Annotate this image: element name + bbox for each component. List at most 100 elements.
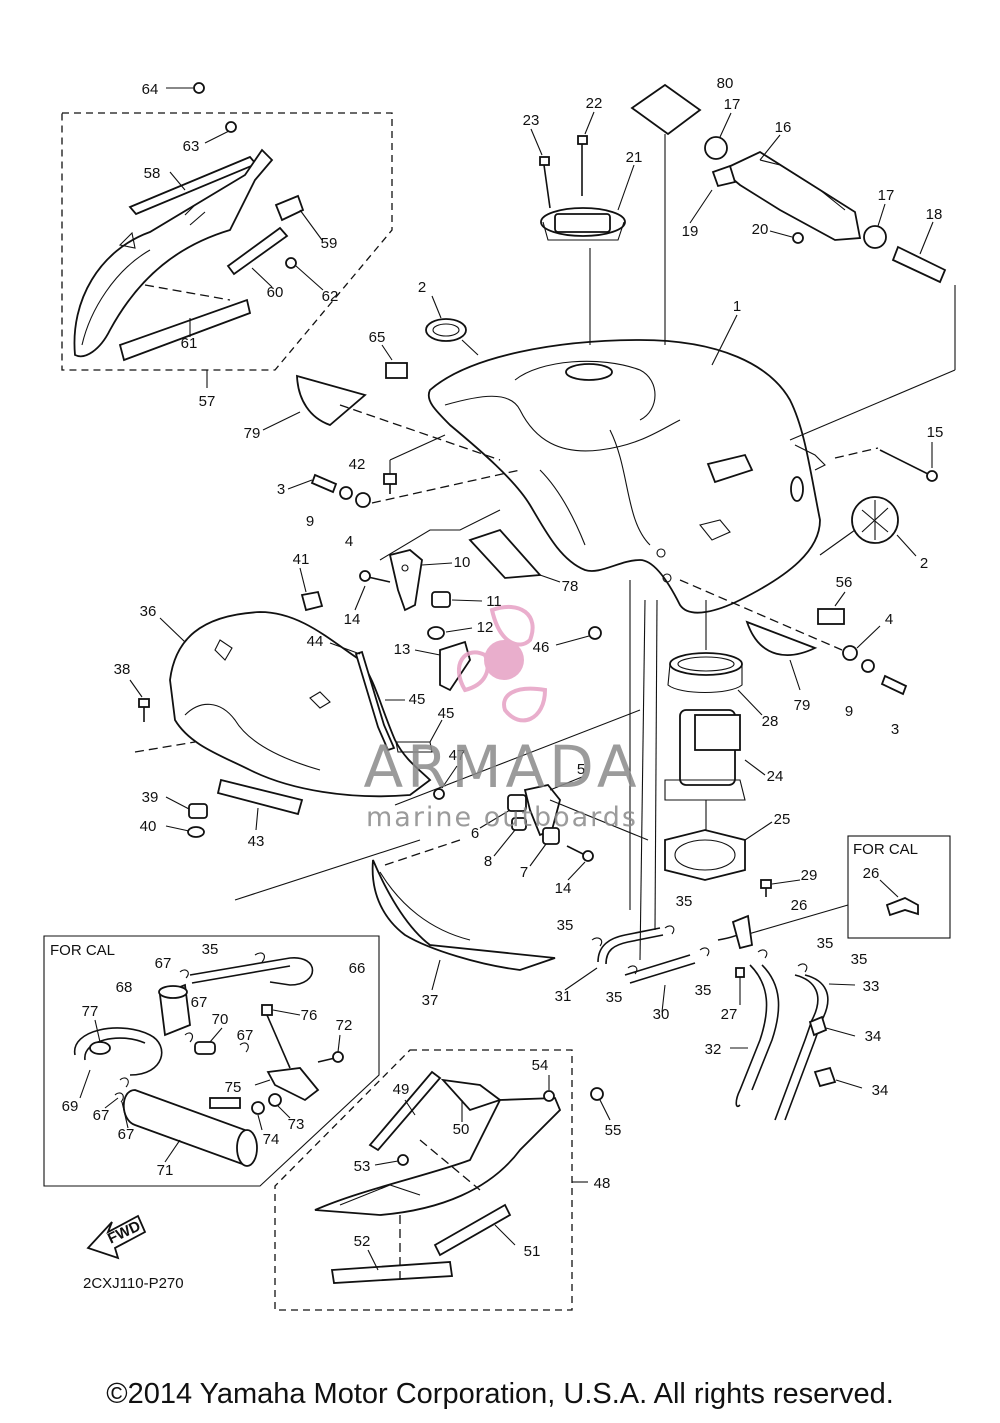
part-label-8: 8 [484,853,492,870]
part-label-4: 4 [885,611,893,628]
part-label-42: 42 [349,456,366,473]
part-label-14: 14 [555,880,572,897]
part-label-16: 16 [775,119,792,136]
part-label-45: 45 [438,705,455,722]
part-label-36: 36 [140,603,157,620]
part-label-64: 64 [142,81,159,98]
part-label-26: 26 [791,897,808,914]
part-label-3: 3 [891,721,899,738]
part-label-14: 14 [344,611,361,628]
part-label-72: 72 [336,1017,353,1034]
front-cowl [169,611,432,798]
part-label-63: 63 [183,138,200,155]
part-label-60: 60 [267,284,284,301]
part-label-46: 46 [533,639,550,656]
part-label-79: 79 [794,697,811,714]
part-label-43: 43 [248,833,265,850]
part-label-9: 9 [306,513,314,530]
part-label-37: 37 [422,992,439,1009]
part-label-22: 22 [586,95,603,112]
part-label-35: 35 [695,982,712,999]
part-label-39: 39 [142,789,159,806]
part-label-73: 73 [288,1116,305,1133]
part-label-4: 4 [345,533,353,550]
part-label-67: 67 [237,1027,254,1044]
part-label-67: 67 [155,955,172,972]
part-label-20: 20 [752,221,769,238]
part-label-3: 3 [277,481,285,498]
part-label-50: 50 [453,1121,470,1138]
part-label-53: 53 [354,1158,371,1175]
part-label-34: 34 [865,1028,882,1045]
part-label-61: 61 [181,335,198,352]
part-label-67: 67 [93,1107,110,1124]
part-label-57: 57 [199,393,216,410]
part-label-6: 6 [471,825,479,842]
part-label-52: 52 [354,1233,371,1250]
for-cal-label-left: FOR CAL [50,942,115,959]
part-label-35: 35 [202,941,219,958]
part-label-49: 49 [393,1081,410,1098]
part-label-59: 59 [321,235,338,252]
part-label-54: 54 [532,1057,549,1074]
part-label-21: 21 [626,149,643,166]
part-label-5: 5 [577,761,585,778]
part-label-35: 35 [676,893,693,910]
part-label-7: 7 [520,864,528,881]
drawing-code: 2CXJ110-P270 [83,1275,184,1292]
part-label-17: 17 [878,187,895,204]
part-label-2: 2 [418,279,426,296]
part-label-77: 77 [82,1003,99,1020]
part-label-69: 69 [62,1098,79,1115]
part-label-9: 9 [845,703,853,720]
part-label-67: 67 [191,994,208,1011]
part-label-70: 70 [212,1011,229,1028]
copyright-footer: ©2014 Yamaha Motor Corporation, U.S.A. A… [106,1378,894,1410]
part-label-13: 13 [394,641,411,658]
part-label-35: 35 [817,935,834,952]
part-label-26: 26 [863,865,880,882]
part-label-2: 2 [920,555,928,572]
part-label-24: 24 [767,768,784,785]
part-label-78: 78 [562,578,579,595]
part-label-30: 30 [653,1006,670,1023]
armada-logo-icon [457,604,548,723]
part-label-27: 27 [721,1006,738,1023]
part-label-23: 23 [523,112,540,129]
part-label-10: 10 [454,554,471,571]
part-label-41: 41 [293,551,310,568]
watermark: ARMADA marine outboards [363,604,640,833]
for-cal-box-left [43,935,380,1187]
part-label-47: 47 [449,747,466,764]
part-label-65: 65 [369,329,386,346]
part-label-25: 25 [774,811,791,828]
part-label-66: 66 [349,960,366,977]
part-label-67: 67 [118,1126,135,1143]
watermark-sub: marine outboards [366,802,638,833]
part-label-33: 33 [863,978,880,995]
part-label-58: 58 [144,165,161,182]
part-label-11: 11 [486,593,502,610]
part-label-62: 62 [322,288,339,305]
part-label-76: 76 [301,1007,318,1024]
part-label-35: 35 [851,951,868,968]
part-label-45: 45 [409,691,426,708]
fwd-arrow-icon: FWD [86,1214,147,1260]
part-label-48: 48 [594,1175,611,1192]
part-label-1: 1 [733,298,741,315]
watermark-brand: ARMADA [363,733,640,801]
part-label-19: 19 [682,223,699,240]
part-label-80: 80 [717,75,734,92]
part-label-56: 56 [836,574,853,591]
group-box-57 [61,112,393,371]
for-cal-label-right: FOR CAL [853,841,918,858]
part-label-32: 32 [705,1041,722,1058]
part-label-75: 75 [225,1079,242,1096]
part-label-51: 51 [524,1243,541,1260]
part-label-44: 44 [307,633,324,650]
part-label-28: 28 [762,713,779,730]
part-label-71: 71 [157,1162,174,1179]
part-label-12: 12 [477,619,494,636]
part-label-35: 35 [557,917,574,934]
